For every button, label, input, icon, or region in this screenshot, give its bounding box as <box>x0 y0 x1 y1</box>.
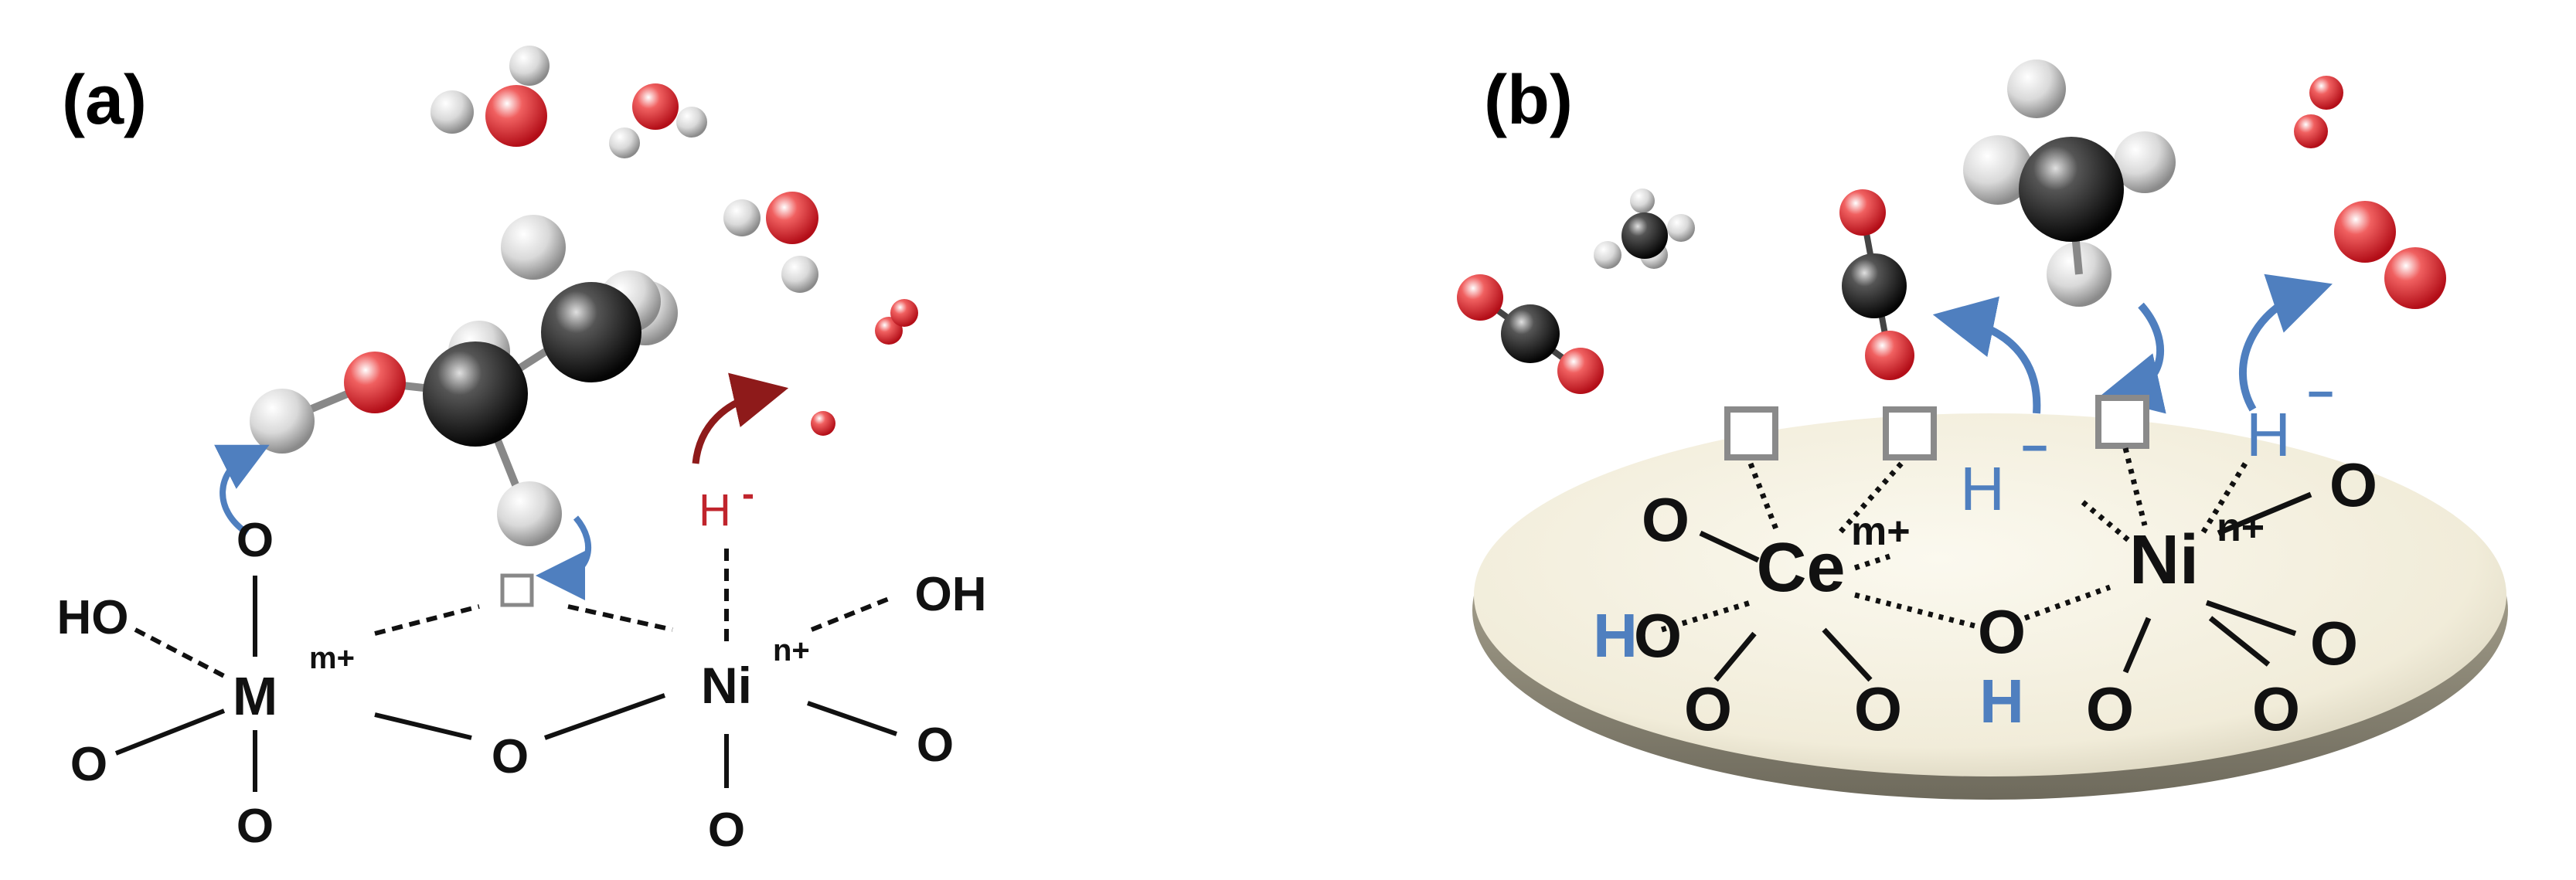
o-ni-bottom-label-b: O <box>2086 674 2134 743</box>
co2-molecule-left <box>1457 274 1604 394</box>
blue-arrow-o2 <box>2238 274 2333 412</box>
ho-left-label: HO <box>57 591 129 644</box>
hydride2-charge: − <box>2307 368 2334 420</box>
o-left-label: O <box>70 738 107 791</box>
oxygen-vacancy-b1 <box>1724 406 1778 460</box>
panel-a: (a) <box>57 46 987 857</box>
oh-right-label: OH <box>915 568 987 621</box>
o2-molecule-large <box>2334 201 2446 309</box>
blue-curved-arrow-vacancy <box>536 515 591 600</box>
hydride-charge-a: - <box>742 474 754 515</box>
o-ho-label: O <box>1634 601 1682 670</box>
o-ni-bottom-label: O <box>708 804 745 857</box>
o-right-label: O <box>917 719 954 772</box>
panel-a-label: (a) <box>62 62 147 139</box>
ce-charge-label: m+ <box>1851 509 1911 554</box>
bonds-panel-b <box>1660 447 2312 682</box>
ce-label: Ce <box>1756 529 1845 606</box>
o2-molecule-small <box>2294 76 2343 148</box>
oxygen-molecule-small <box>875 299 918 345</box>
oxygen-vacancy-b3 <box>2095 395 2149 449</box>
o-ni-bottom2-label: O <box>2252 674 2300 743</box>
adsorbed-molecule <box>250 215 678 546</box>
ni-label-b: Ni <box>2129 522 2199 599</box>
hydride1-label: H <box>1960 454 2005 523</box>
oxygen-vacancy-a <box>500 573 534 607</box>
o-bottom-label: O <box>237 800 274 853</box>
h-bridge-label: H <box>1979 667 2024 736</box>
bonds-panel-a <box>114 549 897 792</box>
water-molecule-2 <box>609 83 707 158</box>
hydride2-label: H <box>2246 400 2291 469</box>
o-ni-br-label: O <box>2310 609 2358 678</box>
h-ho-label: H <box>1593 601 1638 670</box>
o-bridge-label: O <box>1978 597 2026 666</box>
oxygen-atom-released <box>811 411 835 436</box>
o-ce-bl-label: O <box>1684 674 1732 743</box>
ni-charge-label-b: n+ <box>2217 505 2265 550</box>
co-molecule <box>1839 189 1914 380</box>
blue-arrow-co <box>1932 296 2041 414</box>
blue-curved-arrow-left <box>214 444 270 536</box>
methane-molecule-large <box>1963 59 2176 307</box>
panel-b: (b) <box>1457 59 2508 800</box>
water-molecule-3 <box>723 192 818 293</box>
panel-b-label: (b) <box>1484 62 1573 139</box>
hydride-label-a: H <box>699 485 731 535</box>
o-ni-right-label: O <box>2329 450 2377 519</box>
hydride1-charge: − <box>2021 422 2048 474</box>
o-center-label: O <box>492 730 529 783</box>
m-charge-label: m+ <box>309 641 355 675</box>
red-curved-arrow <box>692 372 789 464</box>
ni-charge-label: n+ <box>773 634 810 668</box>
methane-molecule-small <box>1594 189 1695 269</box>
water-molecule-1 <box>430 46 550 147</box>
oxygen-vacancy-b2 <box>1883 406 1937 460</box>
o-top-label: O <box>237 514 274 567</box>
blue-arrow-methane <box>2098 302 2166 414</box>
catalyst-support <box>1472 413 2508 800</box>
m-label: M <box>233 666 277 726</box>
ni-label: Ni <box>701 657 752 714</box>
o-ce-br-label: O <box>1854 674 1902 743</box>
o-ce-left-label: O <box>1642 485 1690 554</box>
